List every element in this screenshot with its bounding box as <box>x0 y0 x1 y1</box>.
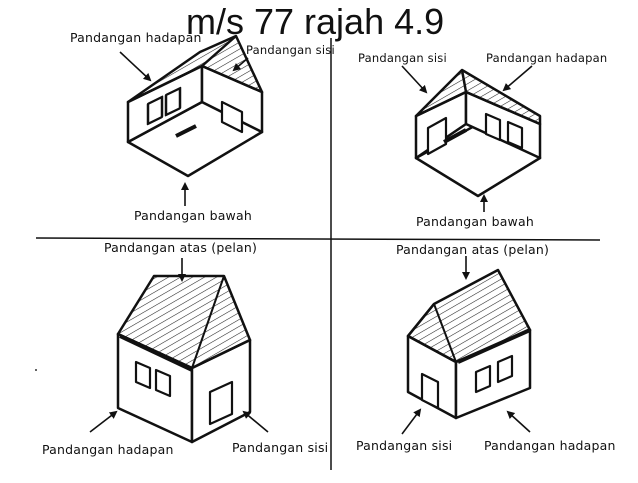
house-icon <box>116 274 252 444</box>
label-side-view: Pandangan sisi <box>246 43 335 57</box>
label-front-view: Pandangan hadapan <box>484 438 616 453</box>
label-bottom-view: Pandangan bawah <box>416 214 534 229</box>
house-icon <box>406 268 532 420</box>
label-bottom-view: Pandangan bawah <box>134 208 252 223</box>
label-side-view: Pandangan sisi <box>232 440 329 455</box>
house-icon <box>126 34 264 178</box>
label-side-view: Pandangan sisi <box>358 51 447 65</box>
page-title: m/s 77 rajah 4.9 <box>186 1 445 42</box>
label-front-view: Pandangan hadapan <box>486 51 608 65</box>
label-front-view: Pandangan hadapan <box>42 442 174 457</box>
label-top-view: Pandangan atas (pelan) <box>104 240 258 255</box>
label-side-view: Pandangan sisi <box>356 438 453 453</box>
divider-horizontal <box>35 237 601 241</box>
house-icon <box>414 68 542 198</box>
label-top-view: Pandangan atas (pelan) <box>396 242 550 257</box>
label-front-view: Pandangan hadapan <box>70 30 202 45</box>
arrow-icon <box>89 51 533 435</box>
